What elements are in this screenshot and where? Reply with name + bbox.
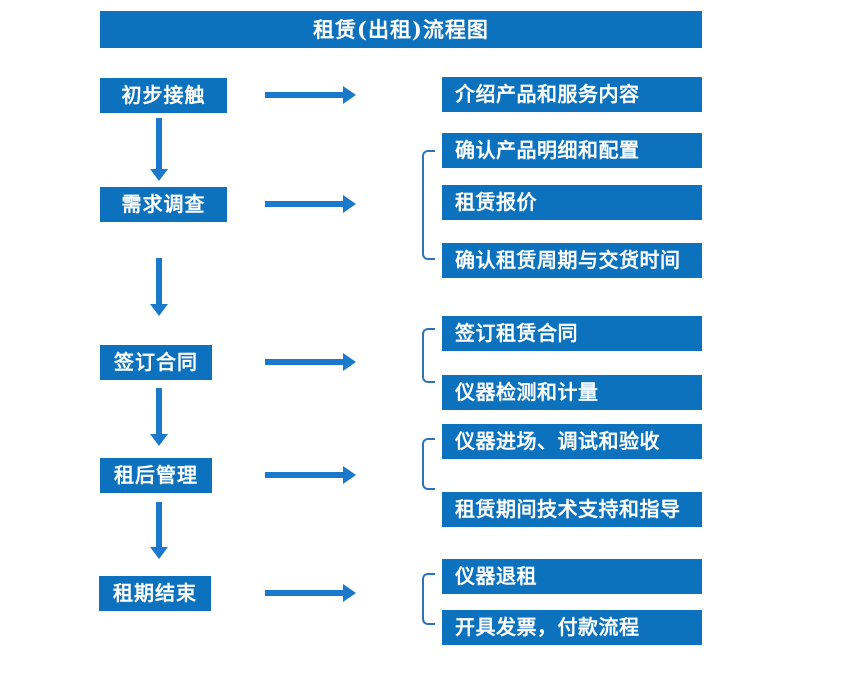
detail-box-sign-rental-contract: 签订租赁合同 xyxy=(442,316,702,351)
detail-box-rental-quote: 租赁报价 xyxy=(442,185,702,220)
arrow-right-icon-4 xyxy=(265,472,343,478)
step-box-sign-contract: 签订合同 xyxy=(100,345,212,380)
detail-box-confirm-product-spec: 确认产品明细和配置 xyxy=(442,133,702,168)
group-bracket-demand-survey xyxy=(422,150,435,260)
arrow-right-icon-3 xyxy=(265,359,343,365)
arrow-down-icon-3 xyxy=(156,388,162,434)
step-box-demand-survey: 需求调查 xyxy=(100,187,227,222)
detail-box-instrument-setup: 仪器进场、调试和验收 xyxy=(442,424,702,459)
arrow-right-icon-2 xyxy=(265,201,343,207)
group-bracket-rental-end xyxy=(422,573,435,625)
arrow-down-icon-4 xyxy=(156,502,162,547)
step-box-post-rental-management: 租后管理 xyxy=(100,458,212,493)
detail-box-confirm-period: 确认租赁周期与交货时间 xyxy=(442,243,702,278)
detail-box-introduce-products: 介绍产品和服务内容 xyxy=(442,77,702,112)
group-bracket-sign-contract xyxy=(422,328,435,383)
step-box-rental-end: 租期结束 xyxy=(99,576,211,611)
detail-box-tech-support: 租赁期间技术支持和指导 xyxy=(442,492,702,527)
arrow-down-icon-2 xyxy=(156,258,162,304)
step-box-initial-contact: 初步接触 xyxy=(100,78,227,113)
detail-box-invoice-payment: 开具发票，付款流程 xyxy=(442,610,702,645)
arrow-right-icon-5 xyxy=(265,590,343,596)
diagram-title: 租赁(出租)流程图 xyxy=(100,11,702,48)
group-bracket-post-management xyxy=(422,438,435,490)
arrow-down-icon-1 xyxy=(156,118,162,169)
arrow-right-icon-1 xyxy=(265,92,343,98)
detail-box-instrument-return: 仪器退租 xyxy=(442,559,702,594)
detail-box-instrument-testing: 仪器检测和计量 xyxy=(442,375,702,410)
